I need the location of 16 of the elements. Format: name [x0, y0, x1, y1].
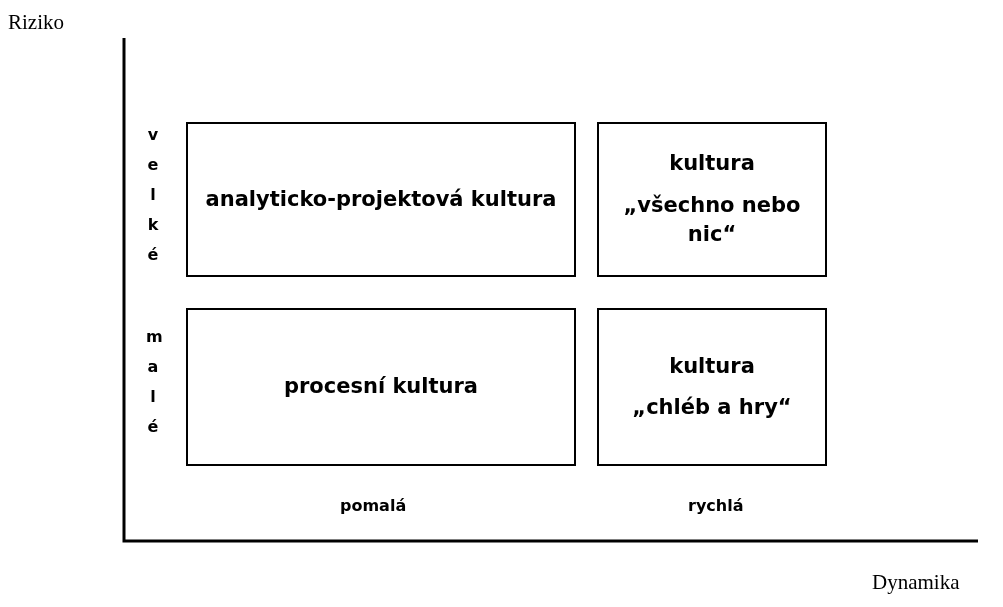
quadrant-label: „všechno nebo nic“	[622, 191, 802, 249]
quadrant-label: kultura	[669, 150, 755, 178]
quadrant-box	[597, 122, 827, 277]
quadrant-box	[186, 122, 576, 277]
quadrant-label: kultura	[669, 352, 755, 380]
quadrant-label: „chléb a hry“	[632, 394, 792, 421]
column-label: pomalá	[340, 496, 407, 515]
axis-title: Riziko	[8, 10, 64, 35]
quadrant-label: procesní kultura	[283, 373, 479, 401]
row-label: malé	[146, 326, 160, 438]
column-label: rychlá	[688, 496, 744, 515]
quadrant-box	[186, 308, 576, 466]
quadrant-label: analyticko-projektová kultura	[205, 185, 557, 213]
quadrant-box	[597, 308, 827, 466]
axis-title: Dynamika	[872, 570, 960, 595]
row-label: velké	[146, 124, 160, 266]
